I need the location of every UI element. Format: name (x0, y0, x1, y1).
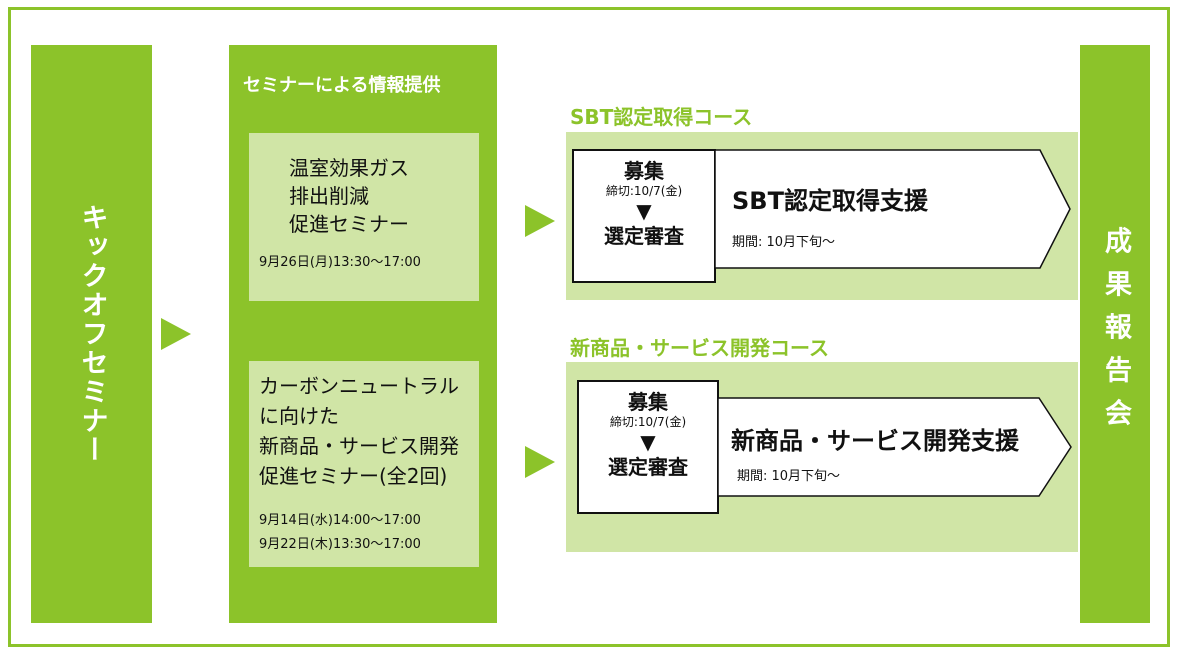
course-title-new-product: 新商品・サービス開発コース (570, 336, 829, 360)
results-report-label: 成果報告会 (1100, 226, 1131, 442)
support-title: SBT認定取得支援 (732, 187, 928, 215)
seminar-date: 9月14日(水)14:00〜17:00 (259, 513, 421, 528)
arrow-right-icon (525, 446, 555, 478)
down-triangle-icon: ▼ (640, 430, 656, 454)
seminar-date: 9月26日(月)13:30〜17:00 (259, 255, 421, 270)
support-title: 新商品・サービス開発支援 (731, 427, 1019, 455)
selection-review: 選定審査 (604, 224, 684, 248)
kickoff-seminar-label: キックオフセミナー (76, 203, 108, 465)
seminar-line: カーボンニュートラル (259, 374, 459, 398)
recruit-title: 募集 (628, 390, 668, 414)
course-title-sbt: SBT認定取得コース (570, 105, 753, 129)
seminar-card-ghg: 温室効果ガス 排出削減 促進セミナー 9月26日(月)13:30〜17:00 (249, 133, 479, 301)
pentagon-arrow-shape (717, 397, 1072, 497)
support-arrow-new-product: 新商品・サービス開発支援 期間: 10月下旬〜 (717, 397, 1073, 497)
info-panel: セミナーによる情報提供 温室効果ガス 排出削減 促進セミナー 9月26日(月)1… (229, 45, 497, 623)
recruit-title: 募集 (624, 159, 664, 183)
seminar-date: 9月22日(木)13:30〜17:00 (259, 537, 421, 552)
seminar-line: 排出削減 (289, 184, 369, 208)
results-report-column: 成果報告会 (1080, 45, 1150, 623)
seminar-line: 促進セミナー (289, 212, 409, 236)
arrow-right-icon (525, 205, 555, 237)
support-arrow-sbt: SBT認定取得支援 期間: 10月下旬〜 (714, 149, 1072, 269)
recruit-deadline: 締切:10/7(金) (605, 184, 683, 198)
outer-frame (8, 7, 1170, 647)
seminar-line: 温室効果ガス (289, 156, 409, 180)
seminar-line: 新商品・サービス開発 (259, 434, 459, 458)
selection-review: 選定審査 (608, 455, 688, 479)
support-period: 期間: 10月下旬〜 (737, 469, 841, 484)
pentagon-arrow-shape (714, 149, 1071, 269)
arrow-right-icon (161, 318, 191, 350)
support-period: 期間: 10月下旬〜 (732, 235, 836, 250)
recruit-deadline: 締切:10/7(金) (609, 415, 687, 429)
seminar-card-carbon-neutral: カーボンニュートラル に向けた 新商品・サービス開発 促進セミナー(全2回) 9… (249, 361, 479, 567)
info-panel-title: セミナーによる情報提供 (243, 75, 441, 96)
down-triangle-icon: ▼ (636, 199, 652, 223)
seminar-line: 促進セミナー(全2回) (259, 464, 448, 488)
recruit-box-sbt: 募集 締切:10/7(金) ▼ 選定審査 (572, 149, 716, 283)
seminar-line: に向けた (259, 404, 339, 428)
kickoff-seminar-column: キックオフセミナー (31, 45, 152, 623)
recruit-box-new-product: 募集 締切:10/7(金) ▼ 選定審査 (577, 380, 719, 514)
